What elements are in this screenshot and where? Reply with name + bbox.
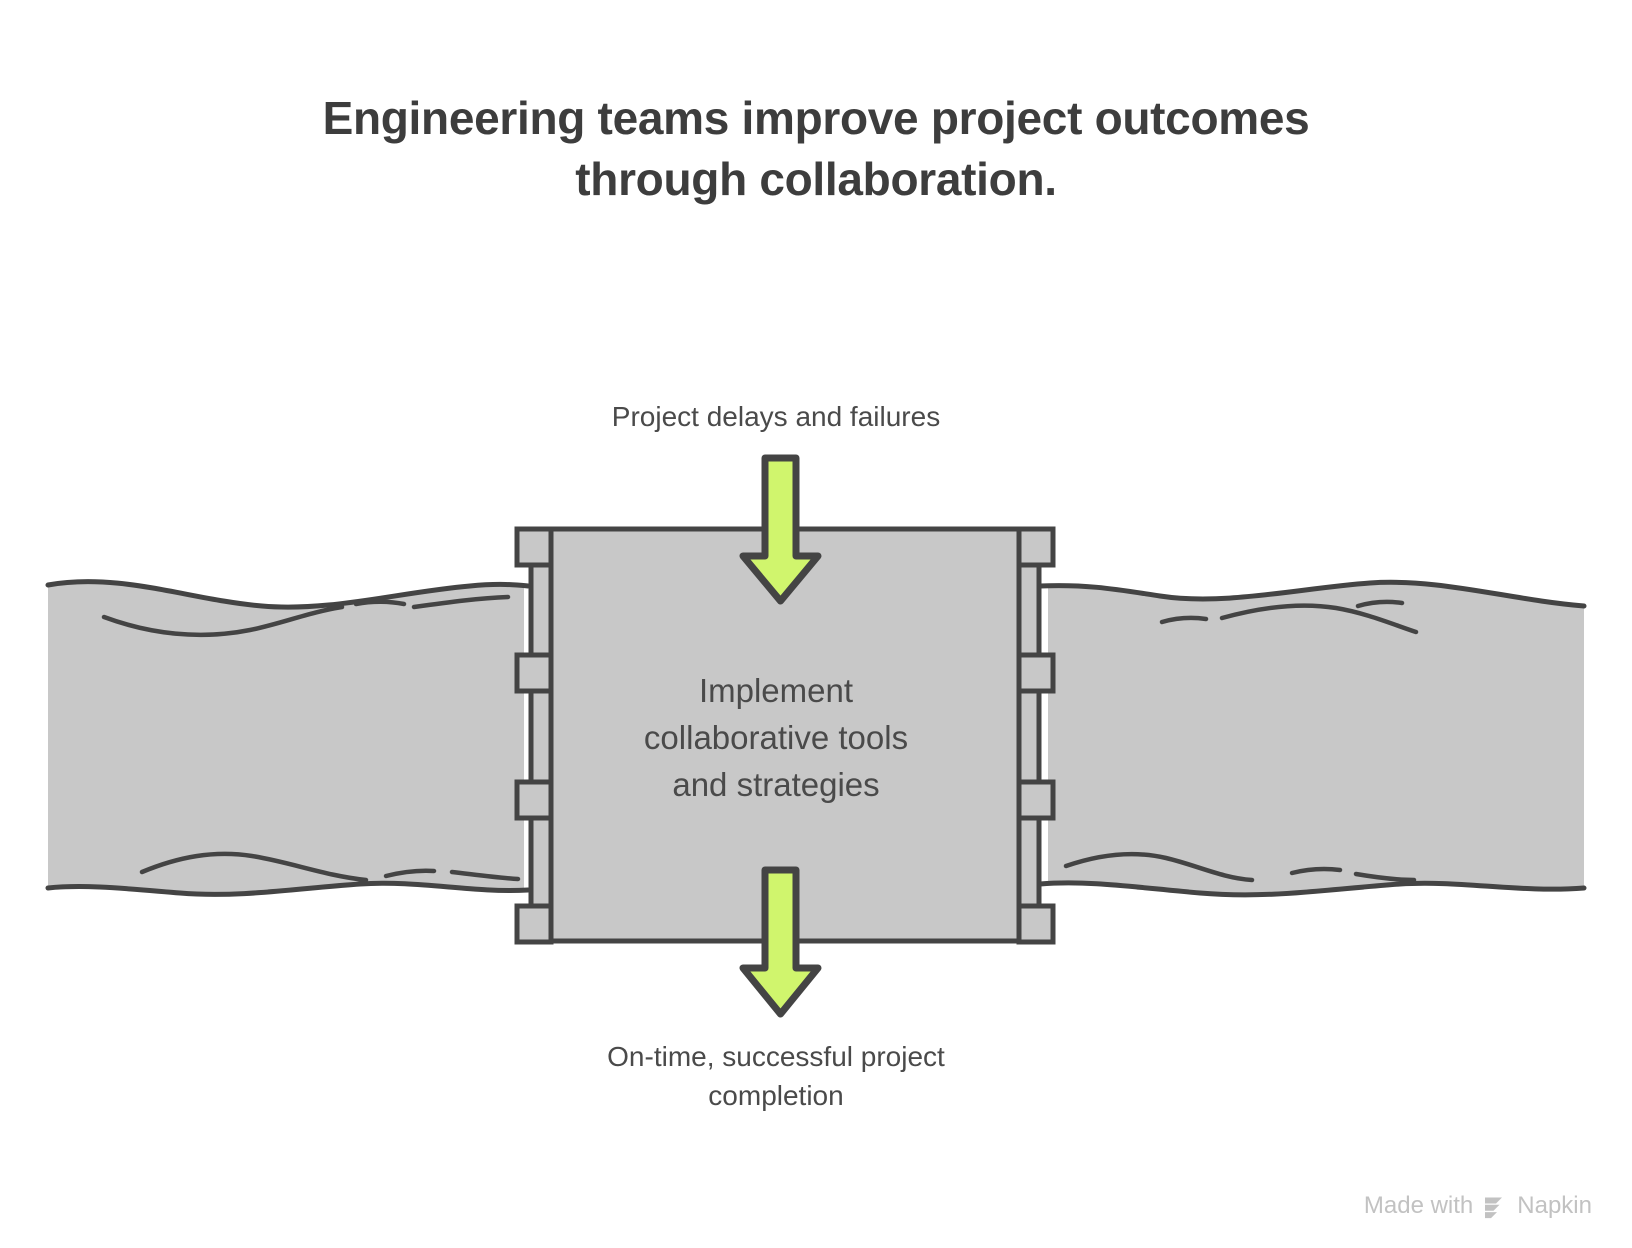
gate-right-rail — [1016, 541, 1042, 929]
gate-left-rail — [528, 541, 554, 929]
watermark-prefix: Made with — [1363, 1192, 1474, 1219]
output-label: On-time, successful project completion — [607, 1041, 945, 1111]
watermark-brand: Napkin — [1517, 1192, 1592, 1219]
right-wall-bottom-edge — [1037, 880, 1587, 898]
input-label: Project delays and failures — [611, 401, 941, 432]
left-wall-top-edge — [45, 579, 531, 610]
left-wall-texture — [101, 594, 521, 883]
left-wall-bottom-edge — [45, 880, 531, 897]
gate-right-tabs — [1016, 526, 1056, 945]
napkin-slashes-icon — [1482, 1193, 1508, 1219]
napkin-watermark: Made with Napkin — [1364, 1192, 1592, 1220]
right-wall-top-edge — [1037, 579, 1587, 609]
page-title: Engineering teams improve project outcom… — [322, 92, 1310, 206]
right-wall-texture — [1063, 599, 1419, 883]
left-wall — [45, 579, 531, 897]
input-arrow-icon — [739, 454, 822, 605]
right-wall — [1037, 579, 1587, 898]
gate-label: Implement collaborative tools and strate… — [643, 672, 909, 803]
gate-left-tabs — [514, 526, 554, 945]
output-arrow-icon — [739, 866, 822, 1018]
